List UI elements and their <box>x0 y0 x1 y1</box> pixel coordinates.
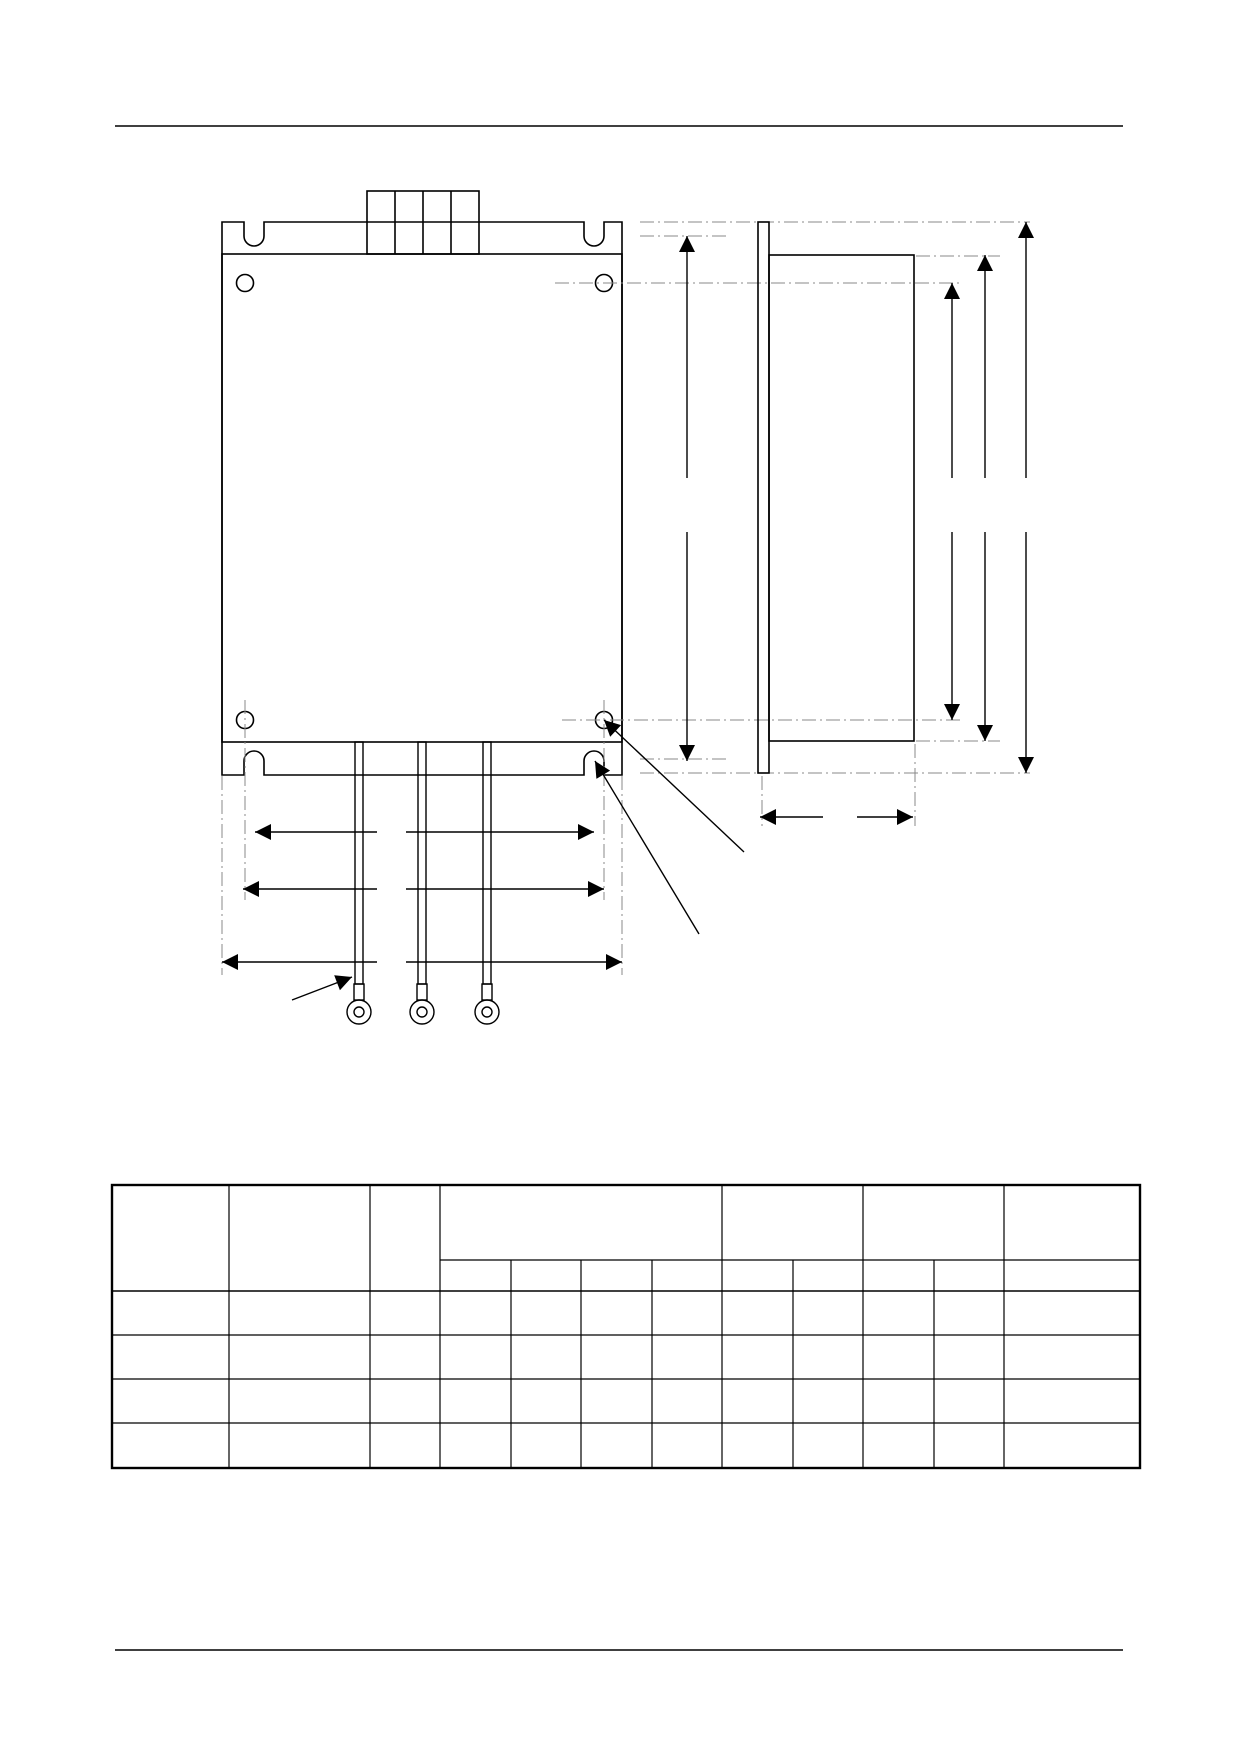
side-flange <box>757 221 770 774</box>
table-border <box>110 1183 1142 1470</box>
specification-table <box>110 1183 1142 1470</box>
mounting-hole <box>235 273 255 293</box>
dimension-horizontal-front <box>222 824 622 970</box>
terminal-lead-1 <box>346 741 372 1025</box>
dimension-vertical-side <box>944 222 1034 773</box>
centerlines <box>221 221 1030 975</box>
leader-arrows <box>291 719 745 1001</box>
side-view <box>757 221 915 774</box>
terminal-lead-2 <box>409 741 435 1025</box>
flange-outline <box>221 221 623 776</box>
filter-body <box>221 253 623 743</box>
front-view <box>221 190 623 776</box>
terminal-lead-3 <box>474 741 500 1025</box>
terminal-leads <box>346 741 500 1025</box>
side-body <box>768 254 915 742</box>
